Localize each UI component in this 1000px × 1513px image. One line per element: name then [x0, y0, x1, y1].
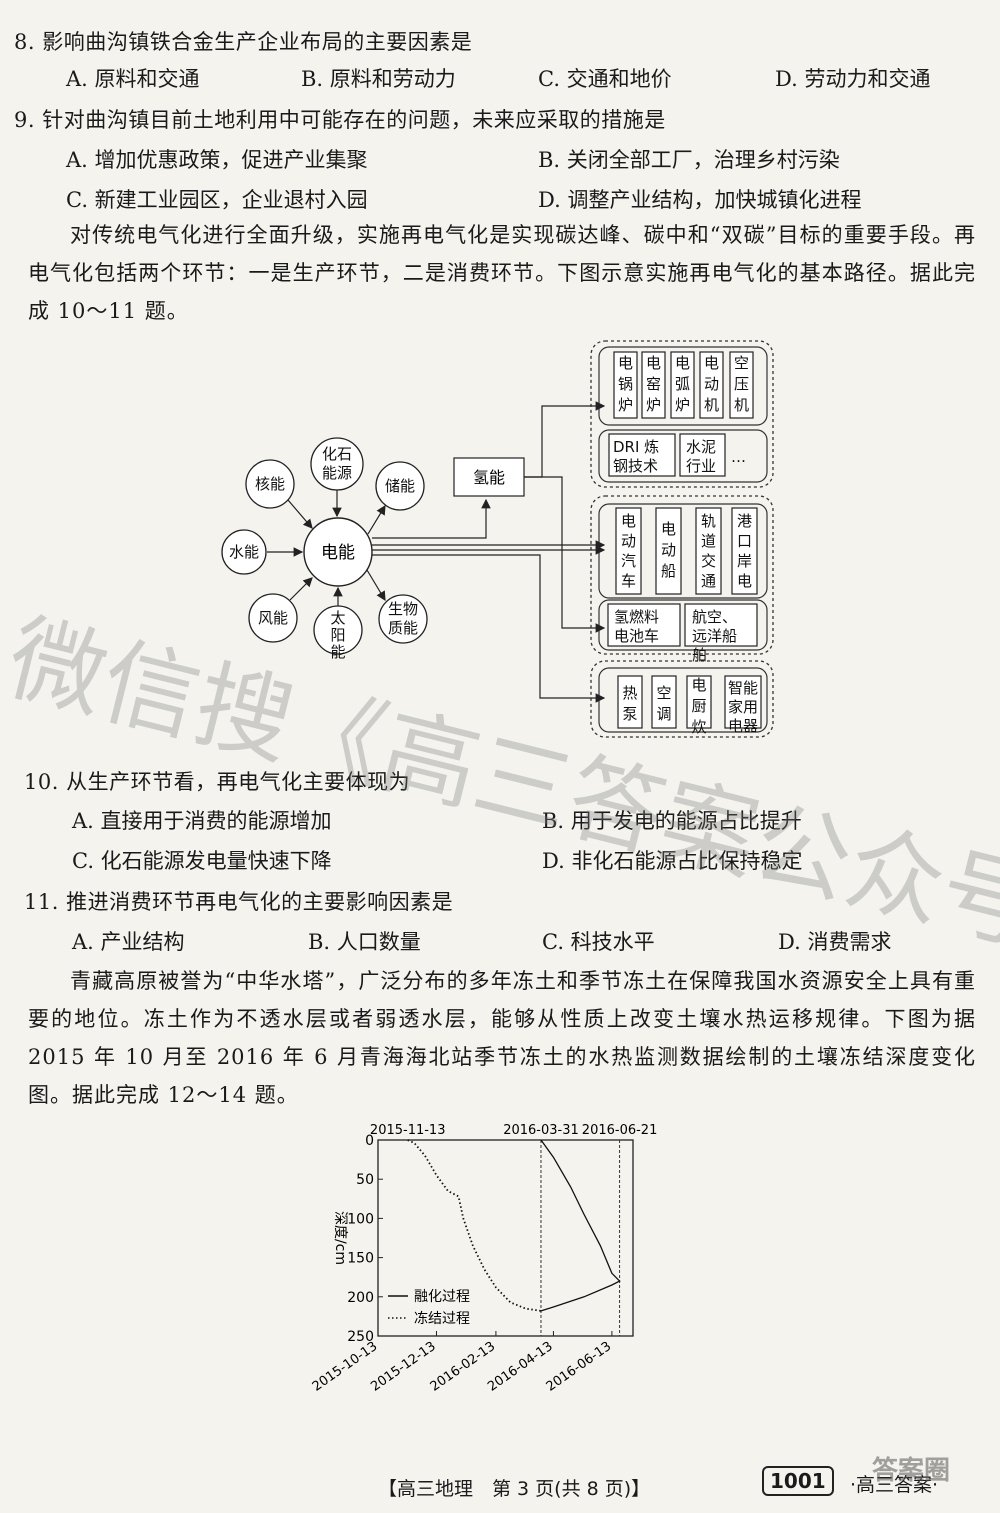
plot-frame — [377, 1139, 634, 1337]
q10-stem: 10. 从生产环节看，再电气化主要体现为 — [24, 770, 411, 794]
series-freezing — [407, 1139, 542, 1312]
transport-box-1: 电动船 — [661, 520, 676, 580]
transport-box-2: 轨道交通 — [701, 512, 716, 590]
transport-box-0: 电动汽车 — [621, 512, 636, 590]
q10-option-a: A. 直接用于消费的能源增加 — [72, 809, 332, 833]
top-date-label: 2015-11-13 — [370, 1123, 446, 1138]
source-biomass: 生物质能 — [388, 600, 418, 637]
hydrogen-box: 氢能 — [473, 468, 505, 487]
transport-box-aviation: 航空、远洋船舶 — [692, 608, 737, 664]
electrification-path-diagram: 电锅炉 电窑炉 电弧炉 电动机 空压机 电动汽车 电动船 轨道交通 港口岸电 热… — [221, 340, 774, 738]
q9-option-d: D. 调整产业结构，加快城镇化进程 — [538, 188, 862, 212]
q8-option-d: D. 劳动力和交通 — [775, 67, 931, 91]
passage-frozen-soil: 青藏高原被誉为“中华水塔”，广泛分布的多年冻土和季节冻土在保障我国水资源安全上具… — [28, 962, 976, 1114]
home-box-0: 热泵 — [622, 684, 637, 723]
y-tick-label: 200 — [347, 1290, 374, 1306]
x-tick-label: 2015-12-13 — [368, 1339, 439, 1395]
passage-electrification: 对传统电气化进行全面升级，实施再电气化是实现碳达峰、碳中和“双碳”目标的重要手段… — [28, 216, 976, 330]
industry-box-1: 电窑炉 — [646, 354, 661, 414]
y-tick-label: 50 — [356, 1172, 374, 1188]
passage-frozen-soil-text: 青藏高原被誉为“中华水塔”，广泛分布的多年冻土和季节冻土在保障我国水资源安全上具… — [28, 969, 976, 1107]
logo-watermark: 答案圈 — [872, 1456, 951, 1486]
y-tick-label: 100 — [347, 1211, 374, 1227]
industry-box-3: 电动机 — [704, 354, 719, 414]
transport-box-fuelcell: 氢燃料电池车 — [614, 608, 659, 645]
q8-option-a: A. 原料和交通 — [66, 67, 200, 91]
legend-label: 融化过程 — [414, 1289, 470, 1305]
x-tick-label: 2016-04-13 — [485, 1339, 556, 1395]
source-hydro: 水能 — [229, 543, 259, 561]
legend-label: 冻结过程 — [414, 1310, 470, 1327]
industry-box-dri: DRI 炼钢技术 — [613, 438, 659, 475]
source-solar: 太阳能 — [330, 609, 345, 661]
transport-box-3: 港口岸电 — [737, 512, 752, 590]
q11-stem: 11. 推进消费环节再电气化的主要影响因素是 — [24, 890, 454, 914]
home-box-3: 智能家用电器 — [728, 679, 758, 735]
publisher-logo: 1001 ·高三答案· 答案圈 — [762, 1456, 994, 1506]
industry-box-4: 空压机 — [734, 354, 749, 414]
source-storage: 储能 — [385, 477, 415, 495]
q9-option-c: C. 新建工业园区，企业退村入园 — [66, 188, 368, 212]
source-nuclear: 核能 — [255, 475, 285, 493]
y-axis-label: 深度/cm — [332, 1211, 348, 1265]
q11-option-b: B. 人口数量 — [308, 930, 421, 954]
home-box-1: 空调 — [656, 684, 671, 723]
q10-option-c: C. 化石能源发电量快速下降 — [72, 849, 332, 873]
q8-option-c: C. 交通和地价 — [538, 67, 672, 91]
page-footer: 【高三地理 第 3 页(共 8 页)】 — [378, 1478, 651, 1500]
q10-option-b: B. 用于发电的能源占比提升 — [542, 809, 802, 833]
y-tick-label: 150 — [347, 1251, 374, 1267]
y-tick-label: 250 — [347, 1329, 374, 1345]
q9-option-b: B. 关闭全部工厂，治理乡村污染 — [538, 148, 840, 172]
industry-box-2: 电弧炉 — [675, 354, 690, 414]
q11-option-d: D. 消费需求 — [778, 930, 892, 954]
logo-text: ·高三答案· — [850, 1474, 939, 1496]
top-date-label: 2016-03-31 — [503, 1123, 579, 1138]
x-tick-label: 2016-06-13 — [544, 1339, 615, 1395]
q8-option-b: B. 原料和劳动力 — [301, 67, 456, 91]
q9-option-a: A. 增加优惠政策，促进产业集聚 — [66, 148, 368, 172]
industry-box-etc: … — [731, 448, 746, 466]
q8-stem: 8. 影响曲沟镇铁合金生产企业布局的主要因素是 — [14, 30, 473, 54]
industry-box-0: 电锅炉 — [618, 354, 633, 414]
q9-stem: 9. 针对曲沟镇目前土地利用中可能存在的问题，未来应采取的措施是 — [14, 108, 666, 132]
industry-box-cement: 水泥行业 — [686, 438, 716, 475]
series-thawing — [540, 1139, 621, 1312]
q11-option-c: C. 科技水平 — [542, 930, 655, 954]
source-fossil: 化石能源 — [322, 445, 352, 482]
q10-option-d: D. 非化石能源占比保持稳定 — [542, 849, 803, 873]
source-wind: 风能 — [258, 609, 288, 627]
x-tick-label: 2015-10-13 — [310, 1339, 381, 1395]
y-tick-label: 0 — [365, 1133, 374, 1149]
q11-option-a: A. 产业结构 — [72, 930, 185, 954]
logo-code: 1001 — [762, 1466, 834, 1496]
top-date-label: 2016-06-21 — [582, 1123, 658, 1138]
home-box-2: 电厨炊 — [691, 676, 706, 736]
center-electricity: 电能 — [321, 543, 355, 563]
passage-electrification-text: 对传统电气化进行全面升级，实施再电气化是实现碳达峰、碳中和“双碳”目标的重要手段… — [28, 223, 976, 323]
